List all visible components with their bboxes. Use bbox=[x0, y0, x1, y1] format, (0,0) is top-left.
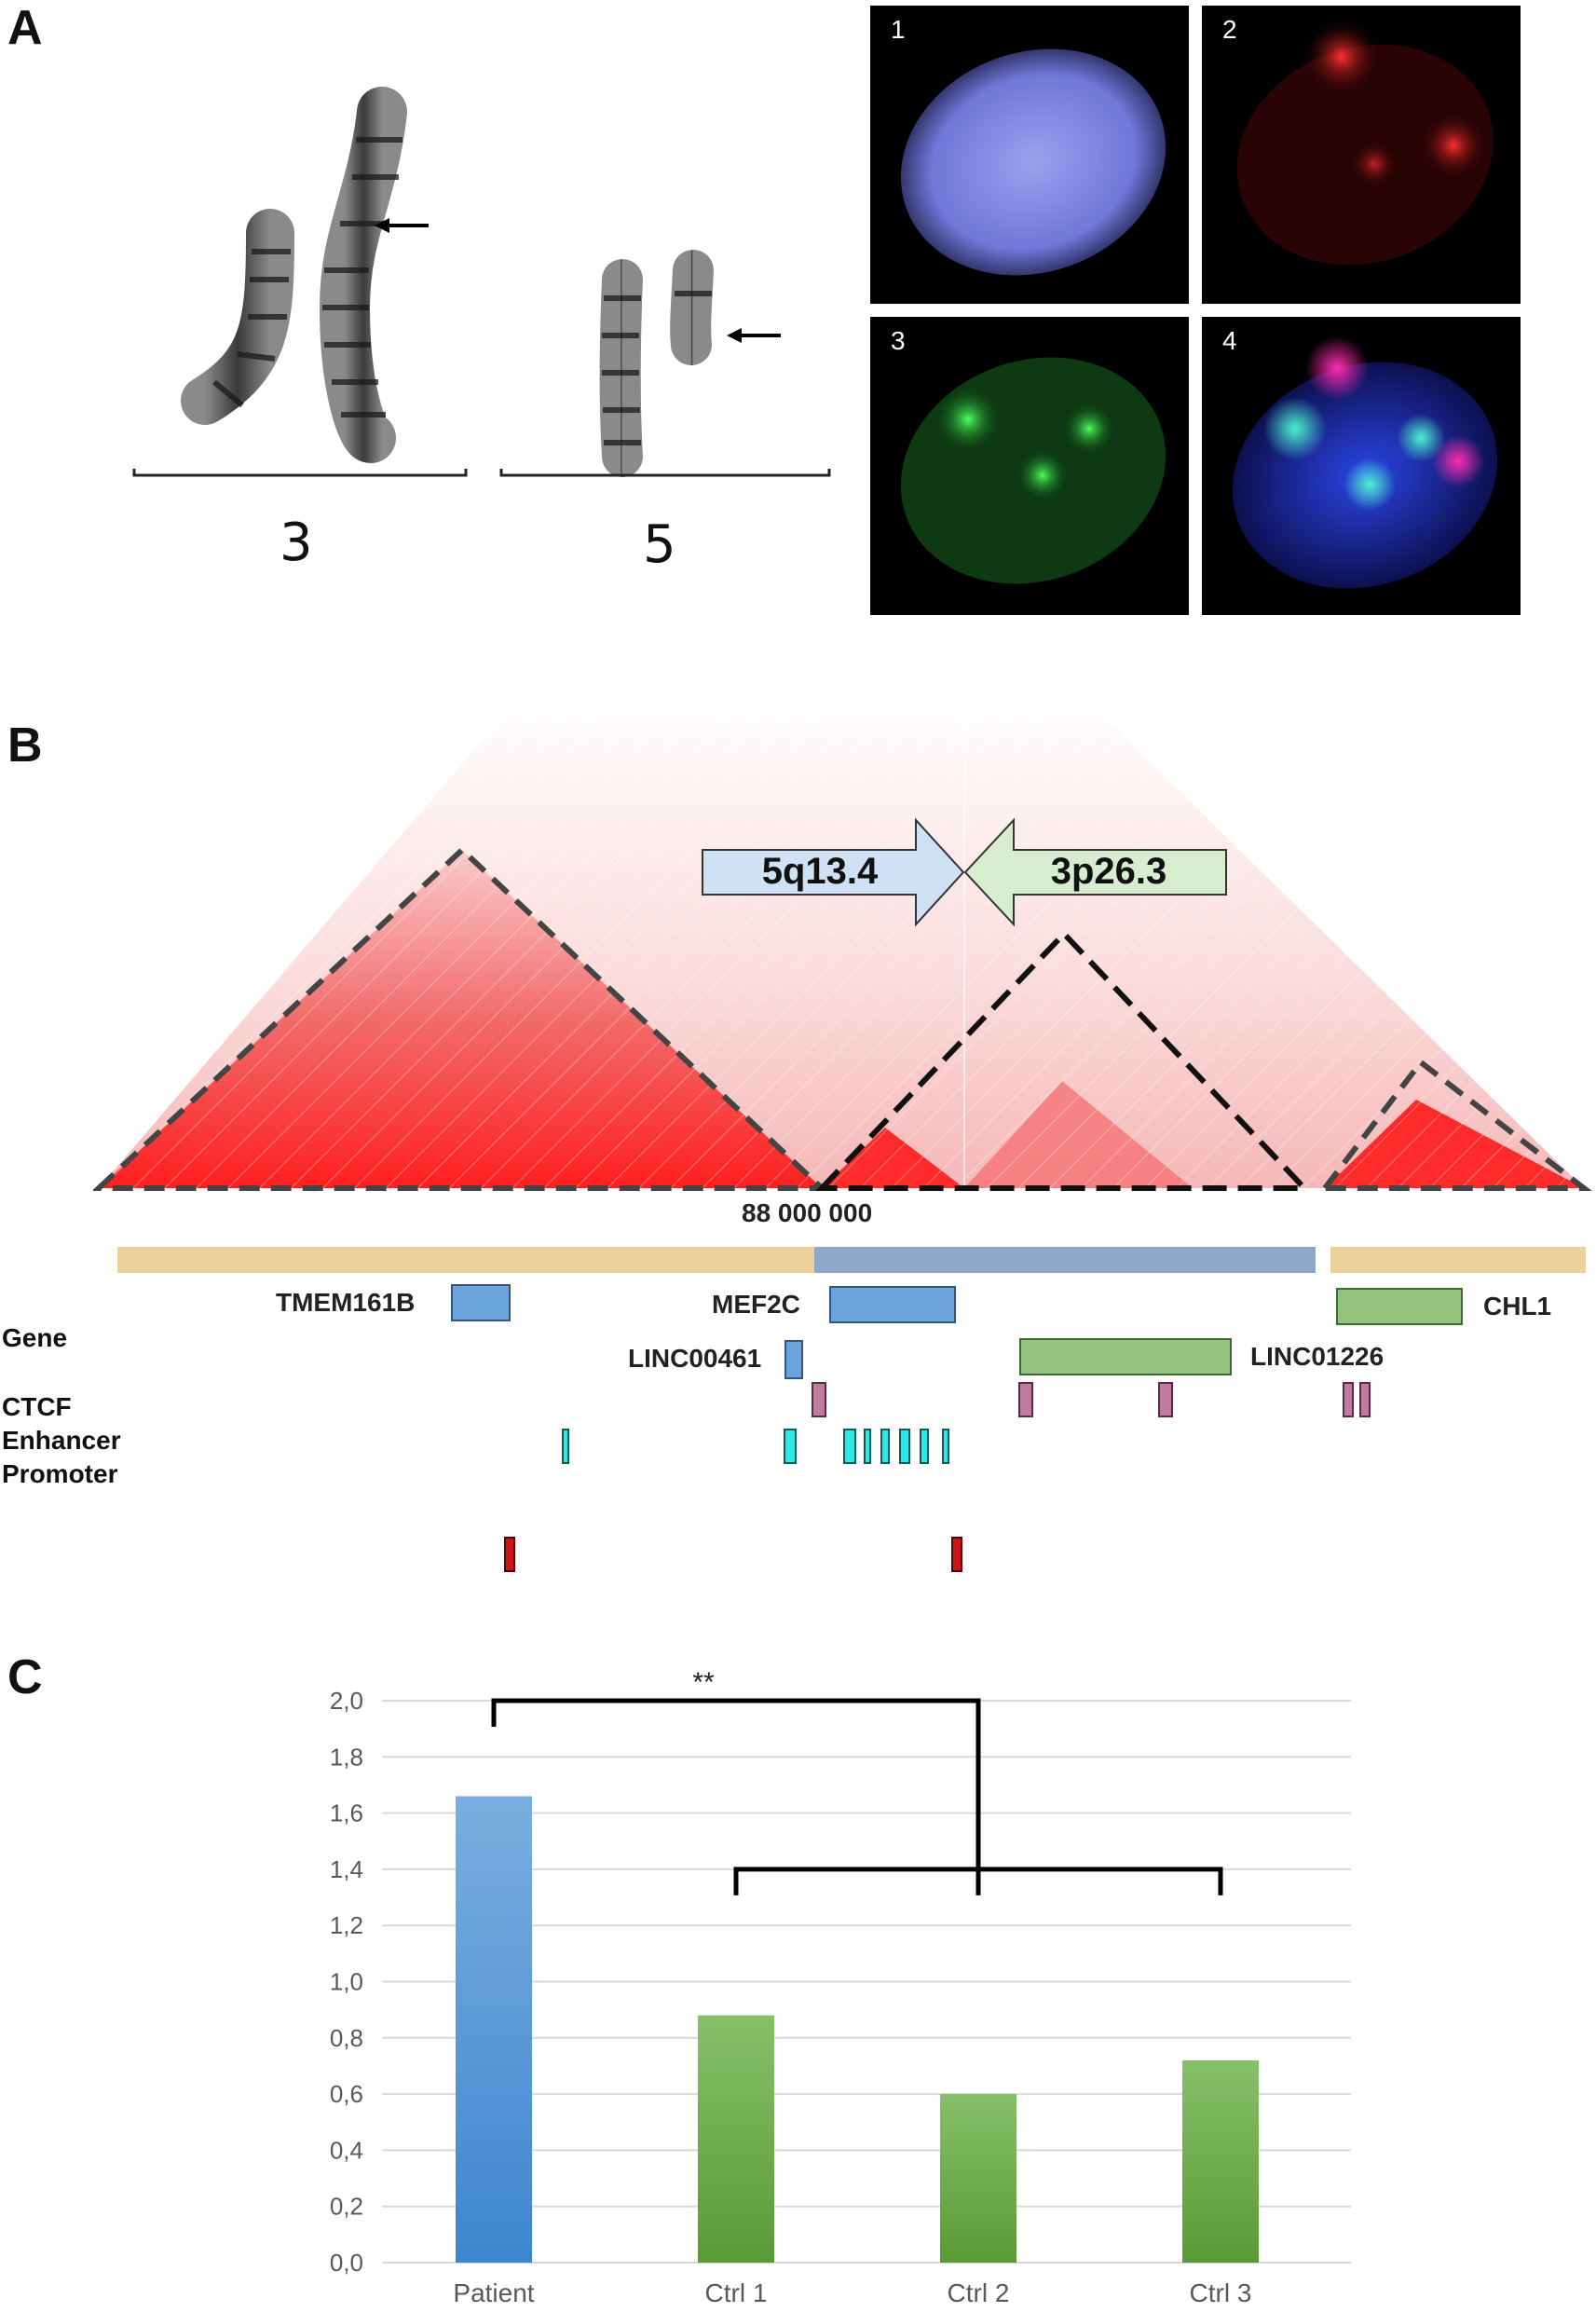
bar-ctrl-1 bbox=[698, 2015, 774, 2263]
gene-label-linc00461: LINC00461 bbox=[628, 1344, 762, 1373]
chromosome-3-label: 3 bbox=[280, 513, 313, 573]
track-label-promoter: Promoter bbox=[2, 1459, 118, 1488]
x-tick-label: Patient bbox=[453, 2278, 534, 2307]
fish-image-dapi: 1 bbox=[870, 6, 1189, 304]
chromosome-5-derivative bbox=[670, 250, 714, 365]
genomic-coordinate: 88 000 000 bbox=[742, 1198, 873, 1227]
fish-image-green-probe: 3 bbox=[870, 317, 1189, 615]
fish-image-merge: 4 bbox=[1202, 317, 1521, 615]
arrow-3p26-3-label: 3p26.3 bbox=[1051, 851, 1167, 892]
enhancer-track bbox=[562, 1429, 949, 1464]
gene-box-linc00461 bbox=[784, 1340, 803, 1379]
significance-bracket-main bbox=[491, 1698, 981, 1895]
gene-label-tmem161b: TMEM161B bbox=[276, 1288, 416, 1317]
x-tick-label: Ctrl 2 bbox=[948, 2278, 1010, 2307]
y-tick-label: 0,8 bbox=[330, 2024, 363, 2052]
y-tick-label: 0,6 bbox=[330, 2080, 363, 2108]
chromosome-3-derivative bbox=[319, 87, 407, 463]
tad-outline-left bbox=[93, 845, 829, 1191]
arrow-3p26-3 bbox=[963, 817, 1227, 927]
gene-box-tmem161b bbox=[451, 1284, 511, 1321]
chr5-bar-left bbox=[117, 1247, 814, 1273]
ctcf-track bbox=[812, 1382, 1371, 1417]
track-label-gene: Gene bbox=[2, 1323, 68, 1352]
bar-ctrl-2 bbox=[940, 2094, 1016, 2263]
chromosome-3-bracket bbox=[132, 469, 468, 477]
arrow-5q13-4-label: 5q13.4 bbox=[762, 851, 879, 892]
chromosome-5-bracket bbox=[499, 469, 831, 477]
y-tick-label: 1,0 bbox=[330, 1968, 363, 1996]
chromosome-5-label: 5 bbox=[643, 514, 676, 575]
panel-a-letter: A bbox=[7, 1, 43, 55]
x-tick-label: Ctrl 1 bbox=[705, 2278, 768, 2307]
track-label-enhancer: Enhancer bbox=[2, 1426, 121, 1455]
gene-box-mef2c bbox=[829, 1286, 956, 1323]
panel-b-letter: B bbox=[7, 718, 43, 773]
y-tick-label: 2,0 bbox=[330, 1687, 363, 1715]
bar-patient bbox=[456, 1796, 532, 2263]
promoter-track bbox=[504, 1537, 962, 1572]
gene-box-chl1 bbox=[1336, 1288, 1463, 1325]
chr3-bar-right bbox=[1330, 1247, 1586, 1273]
tad-outline-center bbox=[815, 929, 1311, 1191]
gene-label-mef2c: MEF2C bbox=[712, 1290, 800, 1319]
significance-bracket-controls bbox=[733, 1867, 1223, 1895]
fish-image-number: 2 bbox=[1222, 15, 1237, 44]
significance-label: ** bbox=[692, 1667, 715, 1698]
tad-outline-right bbox=[1318, 1058, 1592, 1191]
chr3-bar bbox=[814, 1247, 1316, 1273]
y-tick-label: 0,2 bbox=[330, 2193, 363, 2221]
y-tick-label: 1,8 bbox=[330, 1743, 363, 1771]
gene-label-linc01226: LINC01226 bbox=[1250, 1342, 1385, 1371]
y-tick-label: 1,6 bbox=[330, 1799, 363, 1827]
chromosome-5-normal bbox=[599, 259, 643, 477]
fish-image-red-probe: 2 bbox=[1202, 6, 1521, 304]
fish-image-number: 3 bbox=[891, 326, 906, 355]
y-tick-label: 0,4 bbox=[330, 2136, 363, 2164]
hic-contact-map: 5q13.4 3p26.3 bbox=[93, 694, 1592, 1191]
track-label-ctcf: CTCF bbox=[2, 1392, 72, 1421]
x-tick-label: Ctrl 3 bbox=[1190, 2278, 1252, 2307]
arrow-5q13-4 bbox=[702, 817, 965, 927]
expression-bar-chart: 0,0 0,2 0,4 0,6 0,8 1,0 1,2 1,4 1,6 1,8 2,0Patient… bbox=[330, 1667, 1351, 2307]
y-tick-label: 0,0 bbox=[330, 2249, 363, 2277]
gene-label-chl1: CHL1 bbox=[1483, 1292, 1552, 1320]
fish-image-number: 1 bbox=[891, 15, 906, 44]
y-tick-label: 1,2 bbox=[330, 1911, 363, 1939]
karyotype-figure bbox=[132, 87, 831, 477]
y-tick-label: 1,4 bbox=[330, 1855, 363, 1883]
fish-image-number: 4 bbox=[1222, 326, 1237, 355]
gene-box-linc01226 bbox=[1019, 1338, 1232, 1375]
panel-c-letter: C bbox=[7, 1650, 43, 1704]
chromosome-3-normal bbox=[181, 209, 294, 425]
bar-ctrl-3 bbox=[1182, 2059, 1259, 2263]
